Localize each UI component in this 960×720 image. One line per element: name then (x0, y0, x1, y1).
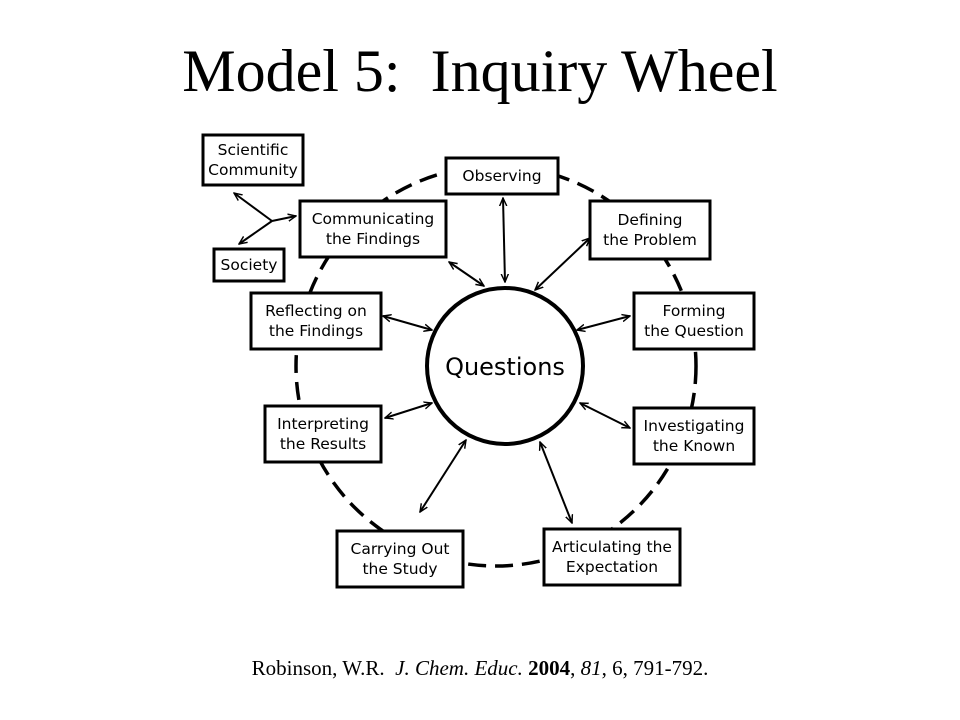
questions-hub-circle (425, 286, 585, 446)
node-label-articulating-the-expectation: Articulating the (552, 538, 672, 556)
fork-arrow-community (234, 193, 273, 222)
node-label-articulating-the-expectation: Expectation (566, 558, 658, 576)
spoke-arrow-reflecting (383, 316, 432, 330)
node-box-reflecting-on-the-findings (249, 291, 383, 351)
node-communicating-the-findings: Communicating the Findings (298, 199, 448, 259)
citation: Robinson, W.R. J. Chem. Educ. 2004, 81, … (251, 656, 709, 680)
node-carrying-out-the-study: Carrying Out the Study (335, 529, 465, 589)
node-label-interpreting-the-results: Interpreting (277, 415, 369, 433)
citation-author: Robinson, W.R. (251, 656, 385, 680)
fork-stem-arrow (271, 216, 296, 222)
node-box-society (212, 247, 286, 283)
spoke-arrow-carrying-out (420, 440, 466, 512)
spoke-arrow-investigating (580, 402, 630, 429)
node-label-reflecting-on-the-findings: Reflecting on (265, 302, 367, 320)
hub-label: Questions (445, 353, 565, 381)
spoke-arrow-forming (577, 316, 630, 330)
node-box-investigating-the-known (632, 406, 756, 466)
node-label-defining-the-problem: Defining (617, 211, 682, 229)
outer-dashed-ring (294, 164, 698, 568)
node-box-communicating-the-findings (298, 199, 448, 259)
node-interpreting-the-results: Interpreting the Results (263, 404, 383, 464)
node-label-forming-the-question: the Question (644, 322, 744, 340)
spoke-arrow-articulating (540, 442, 572, 523)
node-label-interpreting-the-results: the Results (280, 435, 366, 453)
node-label-scientific-community: Scientific (218, 141, 289, 159)
node-observing: Observing (444, 156, 560, 196)
node-label-forming-the-question: Forming (662, 302, 725, 320)
spoke-arrow-communicating (449, 262, 484, 286)
node-defining-the-problem: Defining the Problem (588, 199, 712, 261)
node-society: Society (212, 247, 286, 283)
node-box-forming-the-question (632, 291, 756, 351)
node-label-reflecting-on-the-findings: the Findings (269, 322, 363, 340)
citation-rest: , 6, 791-792. (601, 656, 709, 680)
node-box-carrying-out-the-study (335, 529, 465, 589)
spoke-arrow-observing (503, 198, 505, 282)
node-reflecting-on-the-findings: Reflecting on the Findings (249, 291, 383, 351)
citation-year: 2004 (528, 656, 571, 680)
node-label-scientific-community: Community (208, 161, 298, 179)
node-label-defining-the-problem: the Problem (603, 231, 697, 249)
node-label-society: Society (221, 256, 278, 274)
node-label-communicating-the-findings: the Findings (326, 230, 420, 248)
spoke-arrow-defining (535, 238, 590, 290)
node-forming-the-question: Forming the Question (632, 291, 756, 351)
spoke-arrow-interpreting (385, 403, 432, 418)
node-label-observing: Observing (462, 167, 541, 185)
node-label-investigating-the-known: the Known (653, 437, 735, 455)
node-box-defining-the-problem (588, 199, 712, 261)
node-label-carrying-out-the-study: Carrying Out (351, 540, 450, 558)
node-box-articulating-the-expectation (542, 527, 682, 587)
fork-arrow-society (239, 220, 273, 244)
node-label-carrying-out-the-study: the Study (362, 560, 437, 578)
node-box-interpreting-the-results (263, 404, 383, 464)
node-label-communicating-the-findings: Communicating (312, 210, 435, 228)
node-investigating-the-known: Investigating the Known (632, 406, 756, 466)
citation-journal: J. Chem. Educ. (395, 656, 523, 680)
node-label-investigating-the-known: Investigating (644, 417, 745, 435)
node-box-observing (444, 156, 560, 196)
citation-volume: 81 (580, 656, 602, 680)
slide-title: Model 5: Inquiry Wheel (182, 38, 778, 104)
node-box-scientific-community (201, 133, 305, 187)
